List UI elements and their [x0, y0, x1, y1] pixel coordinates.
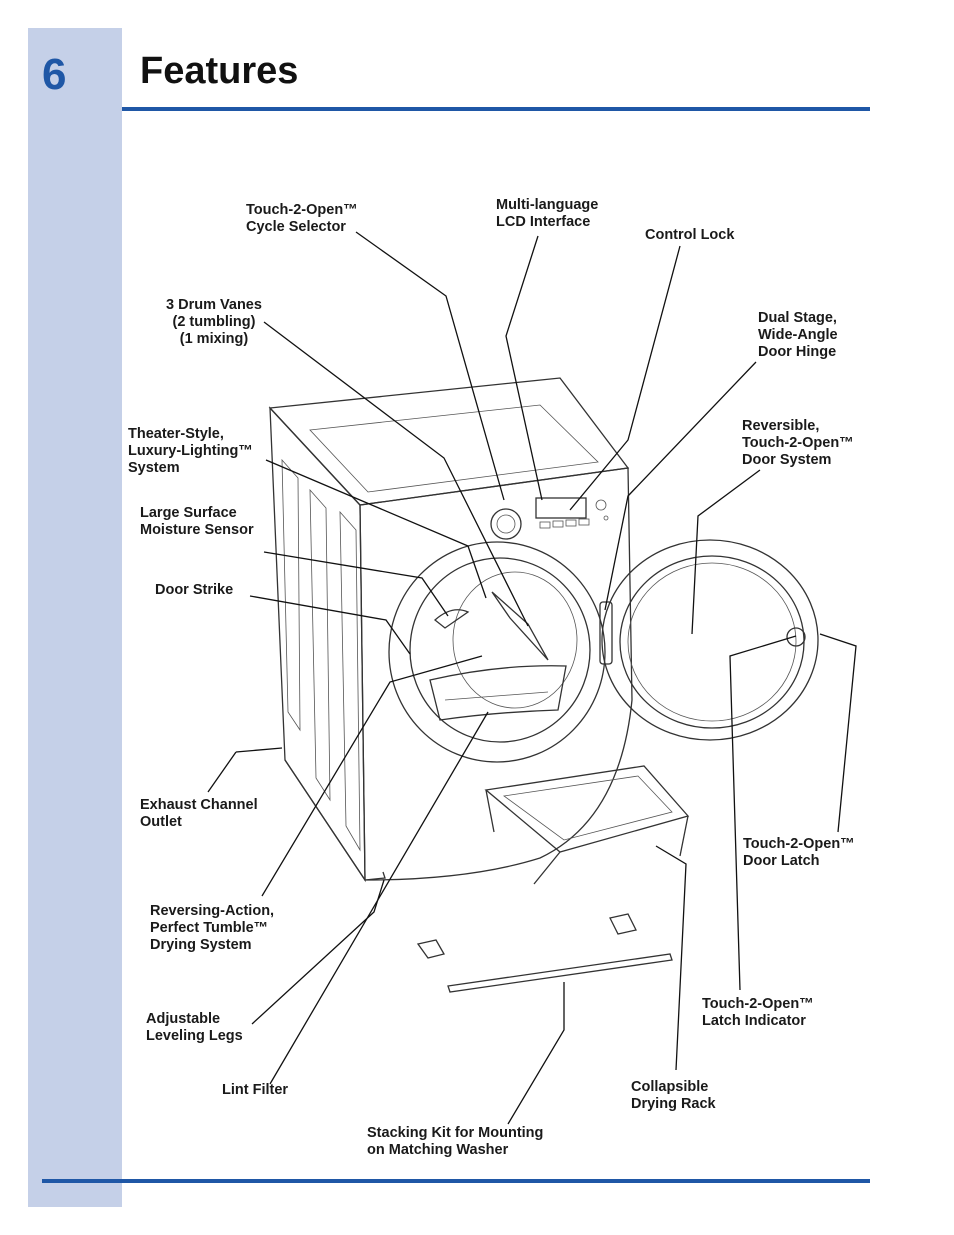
door-opening-inner	[409, 557, 591, 743]
label-drum-vanes: 3 Drum Vanes (2 tumbling) (1 mixing)	[166, 297, 262, 347]
page-title: Features	[140, 50, 299, 92]
label-door-hinge: Dual Stage, Wide-Angle Door Hinge	[758, 310, 838, 360]
lcd-display	[535, 497, 587, 519]
cabinet-front	[359, 467, 633, 881]
door-opening-outer	[388, 541, 606, 763]
exhaust-outlet-mark	[235, 747, 283, 753]
label-door-latch: Touch-2-Open™ Door Latch	[743, 836, 855, 869]
side-rib-1	[281, 458, 301, 732]
leader-lines	[207, 231, 857, 1125]
collapsible-rack-frame	[484, 765, 690, 853]
label-door-system: Reversible, Touch-2-Open™ Door System	[742, 418, 854, 468]
drum-vane	[491, 591, 549, 661]
cabinet-top	[268, 377, 630, 506]
label-leveling-legs: Adjustable Leveling Legs	[146, 1011, 243, 1044]
door-outer-ring	[601, 539, 819, 741]
cycle-selector-knob	[490, 508, 522, 540]
latch-indicator-light	[786, 627, 806, 647]
label-stacking-kit: Stacking Kit for Mounting on Matching Wa…	[367, 1125, 544, 1158]
drum-back	[452, 571, 578, 709]
label-latch-indicator: Touch-2-Open™ Latch Indicator	[702, 996, 814, 1029]
control-lock-button	[595, 499, 607, 511]
label-moisture-sensor: Large Surface Moisture Sensor	[140, 505, 254, 538]
label-cycle-selector: Touch-2-Open™ Cycle Selector	[246, 202, 358, 235]
label-lint-filter: Lint Filter	[222, 1082, 289, 1098]
sidebar-band	[28, 28, 122, 1207]
side-rib-2	[309, 488, 331, 802]
label-door-strike: Door Strike	[155, 582, 234, 598]
label-drying-system: Reversing-Action, Perfect Tumble™ Drying…	[150, 903, 275, 953]
label-exhaust-outlet: Exhaust Channel Outlet	[140, 797, 258, 830]
stacking-bracket-left	[416, 939, 445, 959]
label-lighting-system: Theater-Style, Luxury-Lighting™ System	[128, 426, 253, 476]
footer-rule	[42, 1179, 870, 1183]
moisture-sensor-bar	[433, 609, 470, 629]
top-panel-inset	[309, 404, 599, 493]
stacking-bracket-right	[609, 913, 637, 935]
page-number: 6	[42, 50, 67, 99]
interior-rack	[429, 665, 567, 721]
stacking-rail	[447, 953, 673, 993]
cabinet-base	[284, 759, 386, 881]
side-rib-3	[339, 510, 361, 852]
label-control-lock: Control Lock	[645, 227, 735, 243]
header-rule	[122, 107, 870, 111]
label-drying-rack: Collapsible Drying Rack	[631, 1079, 716, 1112]
collapsible-rack-grid	[502, 775, 673, 841]
label-lcd-interface: Multi-language LCD Interface	[496, 197, 599, 230]
